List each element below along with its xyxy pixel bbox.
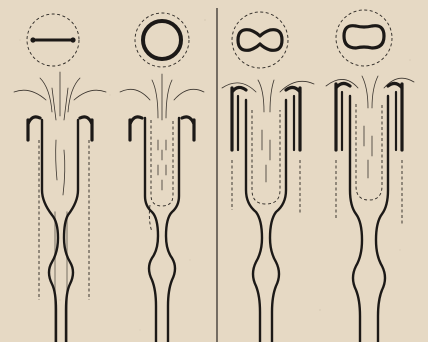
- tube-diagram: [0, 0, 428, 342]
- paper-background: [0, 0, 428, 342]
